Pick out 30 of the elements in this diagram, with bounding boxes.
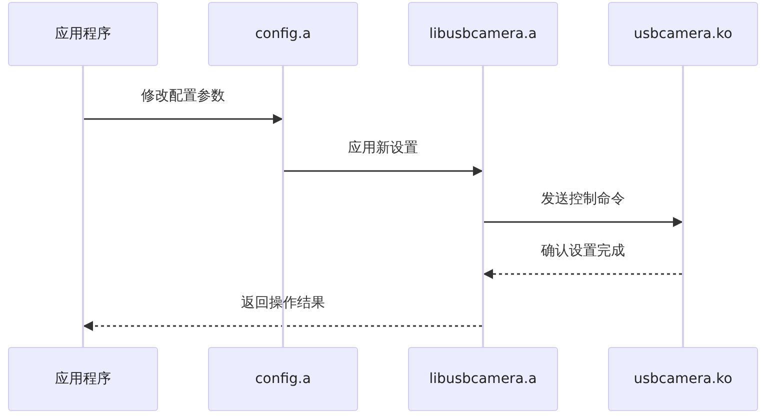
- lifeline: [82, 66, 84, 347]
- participant-name: 应用程序: [55, 370, 111, 388]
- message-label: 发送控制命令: [541, 190, 625, 208]
- participant-name: libusbcamera.a: [429, 26, 537, 42]
- message-arrow: [483, 269, 682, 279]
- message-arrow: [84, 114, 283, 124]
- participant-box: [208, 2, 358, 66]
- message-arrow: [484, 217, 683, 227]
- message-label: 确认设置完成: [541, 242, 625, 260]
- message-label: 返回操作结果: [241, 294, 325, 312]
- message-arrow: [83, 321, 482, 331]
- participant-name: config.a: [255, 26, 311, 42]
- participant-name: libusbcamera.a: [429, 371, 537, 387]
- participant-box: [208, 347, 358, 411]
- participant-box: [8, 347, 158, 411]
- message-label: 修改配置参数: [141, 87, 225, 105]
- participant-name: usbcamera.ko: [634, 26, 732, 42]
- participant-box: [608, 2, 758, 66]
- message-label: 应用新设置: [348, 139, 418, 157]
- message-arrow: [284, 166, 483, 176]
- participant-name: 应用程序: [55, 25, 111, 43]
- participant-name: config.a: [255, 371, 311, 387]
- participant-box: [8, 2, 158, 66]
- participant-box: [608, 347, 758, 411]
- lifeline: [482, 66, 484, 347]
- participant-box: [408, 2, 558, 66]
- participant-box: [408, 347, 558, 411]
- participant-name: usbcamera.ko: [634, 371, 732, 387]
- lifeline: [682, 66, 684, 347]
- lifeline: [282, 66, 284, 347]
